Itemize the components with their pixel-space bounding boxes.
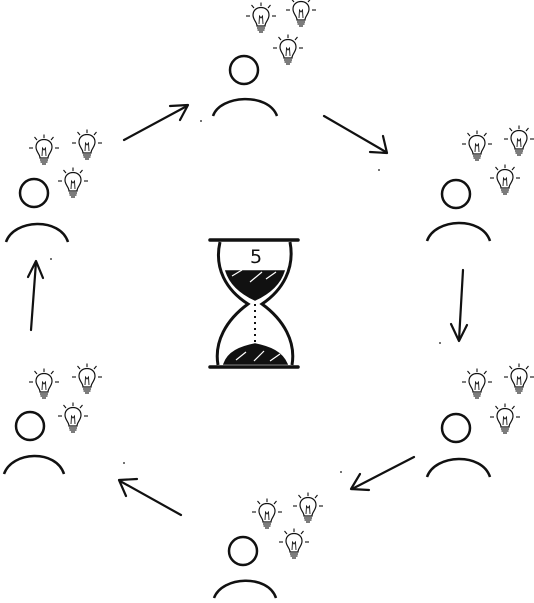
lightbulb-icon [72,130,102,160]
lightbulb-icon [29,135,59,165]
person-head-icon [16,412,44,440]
lightbulb-icon [58,403,88,433]
person-body-icon [4,456,64,474]
person-left-lower [4,364,102,475]
lightbulb-icon [58,168,88,198]
lightbulb-icon [252,499,282,529]
person-right-lower [427,364,534,478]
lightbulb-icon [462,131,492,161]
lightbulb-icon [286,0,316,26]
sketch-specks [50,120,441,473]
timer-label: 5 [250,246,262,268]
lightbulb-icon [504,364,534,394]
person-left-upper [6,130,102,243]
lightbulb-icon [504,126,534,156]
person-body-icon [427,459,490,477]
person-body-icon [6,224,68,242]
person-body-icon [427,223,490,241]
lightbulb-icon [279,529,309,559]
person-body-icon [213,99,277,116]
lightbulb-icon [29,369,59,399]
lightbulb-icon [490,404,520,434]
lightbulb-icon [490,165,520,195]
person-head-icon [20,179,48,207]
person-right-upper [427,126,534,242]
lightbulb-icon [246,3,276,33]
person-head-icon [229,537,257,565]
arrow-left-upper-to-top [124,105,188,140]
person-bottom [214,493,323,599]
lightbulb-icon [462,369,492,399]
lightbulb-icon [273,35,303,65]
person-top [213,0,316,116]
person-head-icon [442,180,470,208]
lightbulb-icon [293,493,323,523]
lightbulb-icon [72,364,102,394]
person-head-icon [230,56,258,84]
arrow-left-lower-to-left-upper [28,261,43,330]
person-head-icon [442,414,470,442]
arrow-right-upper-to-right-lower [451,270,467,341]
arrow-bottom-to-left-lower [119,479,181,515]
person-body-icon [214,581,276,598]
arrow-top-to-right-upper [324,116,387,153]
arrow-right-lower-to-bottom [351,457,414,490]
